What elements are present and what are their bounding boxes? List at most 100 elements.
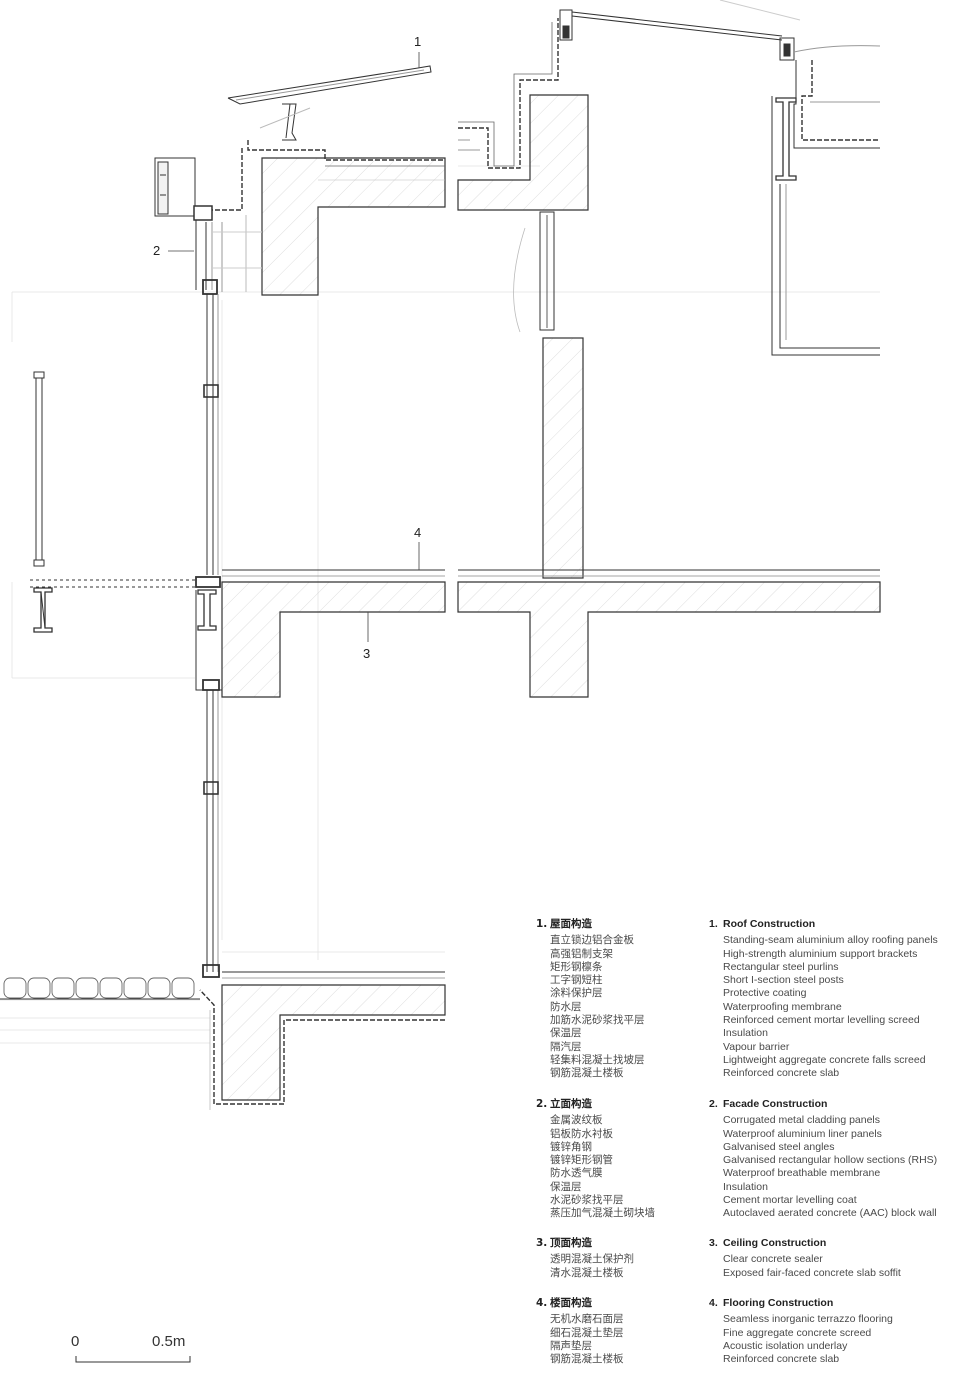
legend-item: 钢筋混凝土楼板 bbox=[550, 1353, 624, 1366]
legend-item: Corrugated metal cladding panels bbox=[723, 1114, 881, 1127]
legend-item: 铝板防水衬板 bbox=[550, 1127, 613, 1140]
legend-item: Rectangular steel purlins bbox=[723, 960, 839, 973]
section-number: 4. bbox=[709, 1297, 718, 1309]
legend-item: 隔声垫层 bbox=[550, 1339, 592, 1352]
legend-item: Vapour barrier bbox=[723, 1040, 790, 1053]
section-title: Roof Construction bbox=[723, 918, 816, 930]
legend-item: 金属波纹板 bbox=[550, 1114, 603, 1127]
floor-slab-left bbox=[195, 569, 446, 698]
legend-item: Autoclaved aerated concrete (AAC) block … bbox=[723, 1207, 937, 1220]
facade-panel bbox=[154, 157, 262, 295]
legend-item: 透明混凝土保护剂 bbox=[550, 1253, 634, 1266]
ground-slab-left bbox=[199, 971, 446, 1110]
legend-item: Exposed fair-faced concrete slab soffit bbox=[723, 1266, 901, 1279]
legend-item: Protective coating bbox=[723, 987, 807, 1000]
roof-slab-left bbox=[203, 140, 446, 296]
legend-item: Fine aggregate concrete screed bbox=[723, 1326, 872, 1339]
guide-lines bbox=[0, 165, 880, 1044]
legend-item: 保温层 bbox=[550, 1180, 582, 1193]
legend-item: Standing-seam aluminium alloy roofing pa… bbox=[723, 934, 938, 947]
legend-item: 镀锌角钢 bbox=[550, 1140, 592, 1153]
legend-item: Acoustic isolation underlay bbox=[723, 1339, 848, 1352]
legend-item: 工字钢短柱 bbox=[550, 974, 603, 987]
legend-item: Cement mortar levelling coat bbox=[723, 1194, 857, 1207]
balcony-railing bbox=[30, 371, 196, 633]
section-title: Ceiling Construction bbox=[723, 1237, 827, 1249]
legend-cn-section-1: 1.屋面构造 直立锁边铝合金板 高强铝制支架 矩形钢檩条 工字钢短柱 涂料保护层… bbox=[536, 918, 645, 1081]
callout-1: 1 bbox=[414, 34, 422, 49]
legend-item: 涂料保护层 bbox=[550, 987, 603, 1000]
legend-item: Seamless inorganic terrazzo flooring bbox=[723, 1313, 893, 1326]
legend-en-title: 1. Roof Construction bbox=[709, 918, 938, 931]
legend-item: 轻集料混凝土找坡层 bbox=[550, 1053, 645, 1066]
legend-item: High-strength aluminium support brackets bbox=[723, 947, 918, 960]
scale-bar bbox=[75, 1356, 191, 1363]
legend-item: Galvanised rectangular hollow sections (… bbox=[723, 1154, 938, 1167]
section-number: 1. bbox=[709, 918, 718, 930]
legend-item: Insulation bbox=[723, 1027, 768, 1040]
legend-item: Lightweight aggregate concrete falls scr… bbox=[723, 1053, 926, 1066]
section-number: 3. bbox=[709, 1237, 718, 1249]
legend-en-section-1: 1. Roof Construction Standing-seam alumin… bbox=[709, 918, 938, 1081]
legend-item: Galvanised steel angles bbox=[723, 1140, 835, 1153]
section-title: Flooring Construction bbox=[723, 1297, 834, 1309]
section-title: 顶面构造 bbox=[550, 1237, 592, 1249]
legend-en-section-3: 3. Ceiling Construction Clear concrete se… bbox=[709, 1237, 901, 1280]
roof-slab-right bbox=[457, 18, 589, 211]
callout-2: 2 bbox=[153, 243, 161, 258]
legend-item: 钢筋混凝土楼板 bbox=[550, 1067, 624, 1080]
legend-en-section-4: 4. Flooring Construction Seamless inorgan… bbox=[709, 1297, 893, 1366]
legend-cn-section-2: 2.立面构造 金属波纹板 铝板防水衬板 镀锌角钢 镀锌矩形钢管 防水透气膜 保温… bbox=[536, 1098, 655, 1221]
legend-cn-title: 4.楼面构造 bbox=[536, 1297, 624, 1310]
leader-lines bbox=[168, 52, 420, 642]
legend-item: 高强铝制支架 bbox=[550, 947, 613, 960]
legend-cn-title: 3.顶面构造 bbox=[536, 1237, 634, 1250]
legend-item: 保温层 bbox=[550, 1027, 582, 1040]
scale-start-label: 0 bbox=[71, 1333, 80, 1350]
legend-cn-title: 2.立面构造 bbox=[536, 1098, 655, 1111]
section-title: 屋面构造 bbox=[550, 918, 592, 930]
legend-cn-title: 1.屋面构造 bbox=[536, 918, 645, 931]
legend-cn-section-3: 3.顶面构造 透明混凝土保护剂 清水混凝土楼板 bbox=[536, 1237, 634, 1280]
roof-right bbox=[559, 0, 881, 61]
callout-4: 4 bbox=[414, 525, 422, 540]
legend-item: Reinforced concrete slab bbox=[723, 1353, 840, 1366]
section-number: 1. bbox=[536, 918, 548, 930]
legend-item: 蒸压加气混凝土砌块墙 bbox=[550, 1207, 655, 1220]
callout-3: 3 bbox=[363, 646, 371, 661]
floor-slab-right bbox=[457, 569, 881, 698]
legend-item: Waterproof breathable membrane bbox=[723, 1167, 881, 1180]
section-number: 2. bbox=[536, 1098, 548, 1110]
legend-cn-section-4: 4.楼面构造 无机水磨石面层 细石混凝土垫层 隔声垫层 钢筋混凝土楼板 bbox=[536, 1297, 624, 1366]
skylight-frame-right bbox=[771, 60, 880, 356]
legend-item: 直立锁边铝合金板 bbox=[550, 934, 634, 947]
legend-item: Reinforced concrete slab bbox=[723, 1067, 840, 1080]
legend-item: 清水混凝土楼板 bbox=[550, 1266, 624, 1279]
legend-en-title: 3. Ceiling Construction bbox=[709, 1237, 901, 1250]
section-title: 立面构造 bbox=[550, 1098, 592, 1110]
paving bbox=[0, 977, 200, 1000]
legend-item: Clear concrete sealer bbox=[723, 1253, 823, 1266]
legend-item: 矩形钢檩条 bbox=[550, 960, 603, 973]
legend-en-title: 2. Facade Construction bbox=[709, 1098, 937, 1111]
legend-item: Reinforced cement mortar levelling scree… bbox=[723, 1014, 920, 1027]
roof-edge-left bbox=[227, 65, 432, 141]
legend-item: 水泥砂浆找平层 bbox=[550, 1194, 624, 1207]
section-number: 3. bbox=[536, 1237, 548, 1249]
legend-item: Insulation bbox=[723, 1180, 768, 1193]
section-title: Facade Construction bbox=[723, 1098, 828, 1110]
legend-item: 细石混凝土垫层 bbox=[550, 1326, 624, 1339]
section-title: 楼面构造 bbox=[550, 1297, 592, 1309]
legend-item: 镀锌矩形钢管 bbox=[550, 1154, 613, 1167]
legend-en-section-2: 2. Facade Construction Corrugated metal c… bbox=[709, 1098, 937, 1221]
legend-item: 防水层 bbox=[550, 1000, 582, 1013]
curtain-wall-left bbox=[202, 294, 220, 978]
scale-end-label: 0.5m bbox=[152, 1333, 186, 1350]
legend-item: Short I-section steel posts bbox=[723, 974, 844, 987]
section-number: 4. bbox=[536, 1297, 548, 1309]
legend-item: 防水透气膜 bbox=[550, 1167, 603, 1180]
section-number: 2. bbox=[709, 1098, 718, 1110]
legend-item: 加筋水泥砂浆找平层 bbox=[550, 1014, 645, 1027]
legend-item: Waterproof aluminium liner panels bbox=[723, 1127, 882, 1140]
